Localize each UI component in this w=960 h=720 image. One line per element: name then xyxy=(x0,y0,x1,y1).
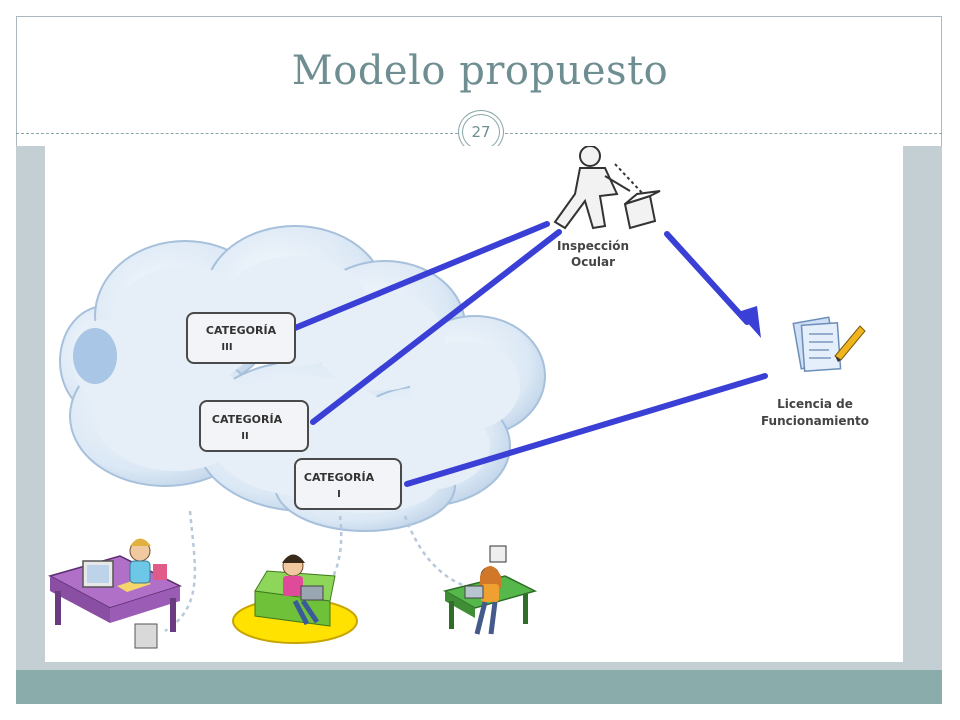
category-2-level: II xyxy=(241,431,248,442)
arrow-inspection-to-license xyxy=(664,231,750,325)
license-label-line1: Licencia de xyxy=(777,397,853,411)
license-document-icon xyxy=(792,316,866,373)
license-label-line2: Funcionamiento xyxy=(761,414,869,428)
category-box-1: CATEGORÍA I xyxy=(294,458,402,510)
category-1-level: I xyxy=(337,489,341,500)
category-box-3: CATEGORÍA III xyxy=(186,312,296,364)
arrowhead-license xyxy=(738,306,761,338)
category-3-level: III xyxy=(221,342,232,353)
bench-laptop-user-icon xyxy=(442,545,538,635)
page-number: 27 xyxy=(462,114,500,150)
footer-bar xyxy=(16,670,942,704)
inspection-label-line1: Inspección xyxy=(557,239,629,253)
armchair-laptop-user-icon xyxy=(232,554,358,644)
category-1-label: CATEGORÍA xyxy=(304,471,375,484)
flow-arrows xyxy=(292,221,768,487)
category-3-label: CATEGORÍA xyxy=(206,324,277,337)
slide-title: Modelo propuesto xyxy=(291,48,669,94)
category-box-2: CATEGORÍA II xyxy=(199,400,309,452)
diagram-canvas: CATEGORÍA III CATEGORÍA II CATEGORÍA I I… xyxy=(48,145,869,649)
diagram-panel: CATEGORÍA III CATEGORÍA II CATEGORÍA I I… xyxy=(45,145,903,662)
inspector-figure-icon xyxy=(553,145,661,230)
desk-worker-icon xyxy=(48,538,182,649)
arrow-cat3-to-inspection xyxy=(292,221,550,331)
arrow-cat2-to-inspection xyxy=(310,229,562,425)
inspection-label-line2: Ocular xyxy=(571,255,615,269)
category-2-label: CATEGORÍA xyxy=(212,413,283,426)
arrow-cat1-to-license xyxy=(404,373,768,487)
